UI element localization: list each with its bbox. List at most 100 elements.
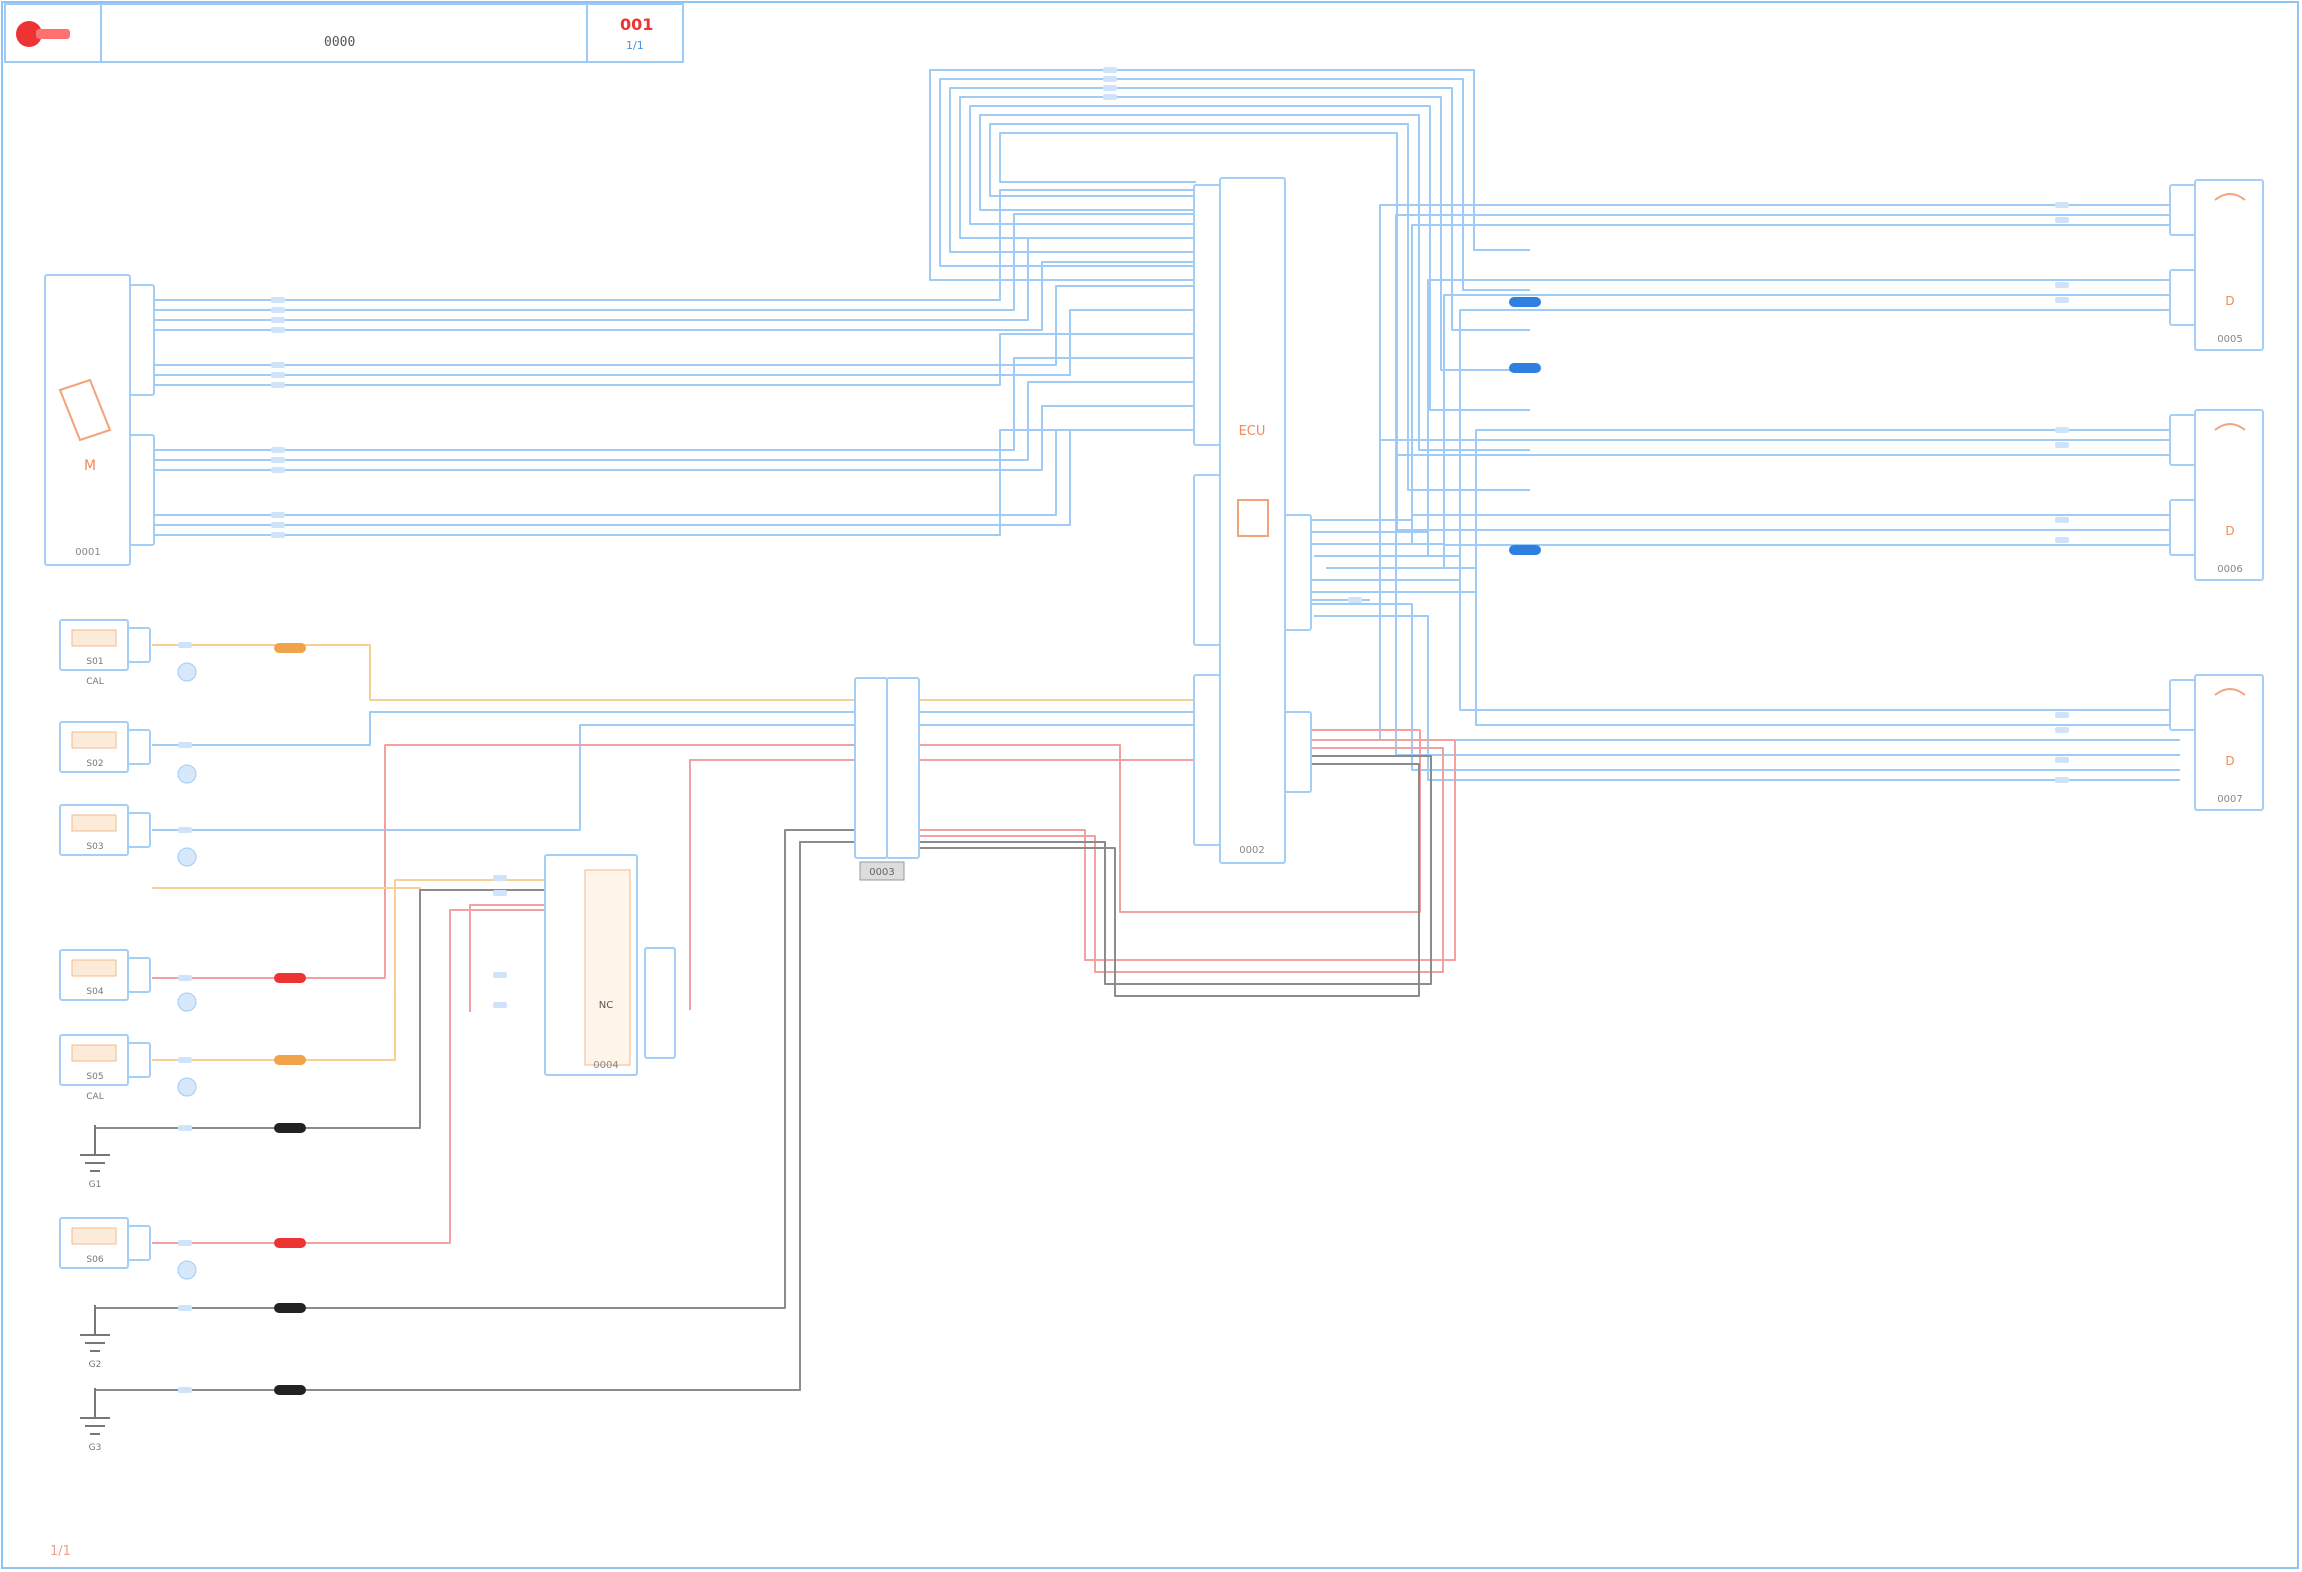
left-module-symbol-icon xyxy=(58,378,112,442)
left-module-code: 0001 xyxy=(75,547,100,558)
splice-block-code: 0003 xyxy=(869,867,894,878)
sensor-4-label-box xyxy=(71,959,117,977)
left-module-connector-a xyxy=(129,284,155,396)
right-harness-marker-9 xyxy=(2055,727,2069,733)
title-block-rev-cell: 001 1/1 xyxy=(588,5,682,61)
ground1-wire xyxy=(95,889,555,1129)
footer-note: 1/1 xyxy=(50,1544,71,1559)
title-block: 0000 001 1/1 xyxy=(4,3,684,63)
right-harness-marker-8 xyxy=(2055,712,2069,718)
central-ecu-connector-c xyxy=(1193,674,1221,846)
sensor-1-marker xyxy=(177,662,197,682)
right-unit-3-connector-a xyxy=(2169,679,2196,731)
top-bus-marker-0 xyxy=(1103,67,1117,73)
right-unit-1-connector-b xyxy=(2169,269,2196,326)
relay-out-wire xyxy=(689,759,1196,1010)
left-harness-wire-9 xyxy=(152,405,1196,471)
central-ecu-connector-e xyxy=(1284,711,1312,793)
right-unit-2-code: 0006 xyxy=(2217,564,2242,575)
connector-pill-2 xyxy=(1509,363,1541,373)
sensor-line-marker-1 xyxy=(178,742,192,748)
sensor-line-marker-3 xyxy=(178,975,192,981)
sensor-3-marker xyxy=(177,847,197,867)
sheet-label: 1/1 xyxy=(626,39,644,52)
splice-block-left xyxy=(854,677,888,859)
right-unit-3-body xyxy=(2194,674,2264,811)
left-harness-wire-2 xyxy=(152,237,1196,321)
left-harness-marker-10 xyxy=(271,512,285,518)
ground-1-code: G1 xyxy=(89,1180,102,1190)
sensor6-power-wire xyxy=(152,909,555,1244)
right-harness-wire-4 xyxy=(1338,294,2180,569)
sensor-2-label-box xyxy=(71,731,117,749)
ground3-wire xyxy=(95,841,860,1391)
revision-label: 001 xyxy=(620,15,654,34)
bottom-loop-wire-2 xyxy=(910,755,1432,985)
right-harness-wire-17 xyxy=(1314,615,2180,781)
ground2-wire xyxy=(95,829,860,1309)
right-harness-marker-3 xyxy=(2055,297,2069,303)
bottom-loop-wire-0 xyxy=(910,739,1456,961)
bottom-loop-wire-1 xyxy=(910,747,1444,973)
connector-pill-3 xyxy=(1509,545,1541,555)
brand-logo-bar xyxy=(36,29,70,39)
top-bus-wire-1 xyxy=(939,78,1530,291)
sensor4-power-wire xyxy=(152,729,1421,979)
left-harness-wire-7 xyxy=(152,357,1196,451)
relay-box-contacts xyxy=(584,869,631,1066)
top-bus-wire-2 xyxy=(949,87,1530,331)
left-harness-marker-5 xyxy=(271,372,285,378)
sensor5-signal-wire xyxy=(152,879,555,1061)
top-bus-marker-3 xyxy=(1103,94,1117,100)
left-module-body xyxy=(44,274,131,566)
sensor-4-code: S04 xyxy=(86,987,103,997)
sensor-6-marker xyxy=(177,1260,197,1280)
sensor-5-marker xyxy=(177,1077,197,1097)
central-ecu-body xyxy=(1219,177,1286,864)
sensor-6-connector xyxy=(127,1225,151,1261)
sensor-2-code: S02 xyxy=(86,759,103,769)
left-harness-marker-12 xyxy=(271,532,285,538)
top-bus-wire-0 xyxy=(929,69,1530,281)
left-harness-wire-12 xyxy=(152,429,1196,536)
right-harness-wire-14 xyxy=(1338,579,2180,741)
sensor5-connector-pill xyxy=(274,1055,306,1065)
right-harness-marker-10 xyxy=(2055,757,2069,763)
left-harness-marker-1 xyxy=(271,307,285,313)
relay-feed-wire xyxy=(469,904,555,1012)
left-harness-wire-6 xyxy=(152,333,1196,386)
right-unit-1-code: 0005 xyxy=(2217,334,2242,345)
connector-pill-1 xyxy=(1509,297,1541,307)
right-harness-wire-5 xyxy=(1290,309,2180,581)
right-harness-marker-11 xyxy=(2055,777,2069,783)
right-unit-2-symbol: D xyxy=(2225,524,2234,538)
central-ecu-connector-b xyxy=(1193,474,1221,646)
right-harness-wire-12 xyxy=(1314,555,2180,711)
left-harness-marker-0 xyxy=(271,297,285,303)
central-ecu-connector-d xyxy=(1284,514,1312,631)
sensor-1-connector xyxy=(127,627,151,663)
sensor-line-marker-4 xyxy=(178,1057,192,1063)
central-ecu-symbol: ECU xyxy=(1239,424,1266,439)
sensor-line-marker-6 xyxy=(178,1240,192,1246)
left-module-symbol: M xyxy=(84,458,96,474)
sensor-line-marker-8 xyxy=(178,1387,192,1393)
top-bus-wire-5 xyxy=(979,114,1530,451)
title-block-logo-cell xyxy=(6,5,102,61)
sensor-1-label-box xyxy=(71,629,117,647)
right-unit-2-connector-a xyxy=(2169,414,2196,466)
left-module-connector-b xyxy=(129,434,155,546)
ground2-connector-pill xyxy=(274,1303,306,1313)
ground-1-symbol-icon xyxy=(80,1125,110,1172)
sensor-3-connector xyxy=(127,812,151,848)
top-bus-marker-1 xyxy=(1103,76,1117,82)
right-harness-wire-13 xyxy=(1326,567,2180,726)
relay-line-marker-2 xyxy=(493,875,507,881)
right-unit-2-connector-b xyxy=(2169,499,2196,556)
left-harness-marker-2 xyxy=(271,317,285,323)
drawing-code: 0000 xyxy=(324,35,356,50)
left-harness-marker-4 xyxy=(271,362,285,368)
relay-box-aux xyxy=(644,947,676,1059)
left-harness-marker-7 xyxy=(271,447,285,453)
sensor6-connector-pill xyxy=(274,1238,306,1248)
